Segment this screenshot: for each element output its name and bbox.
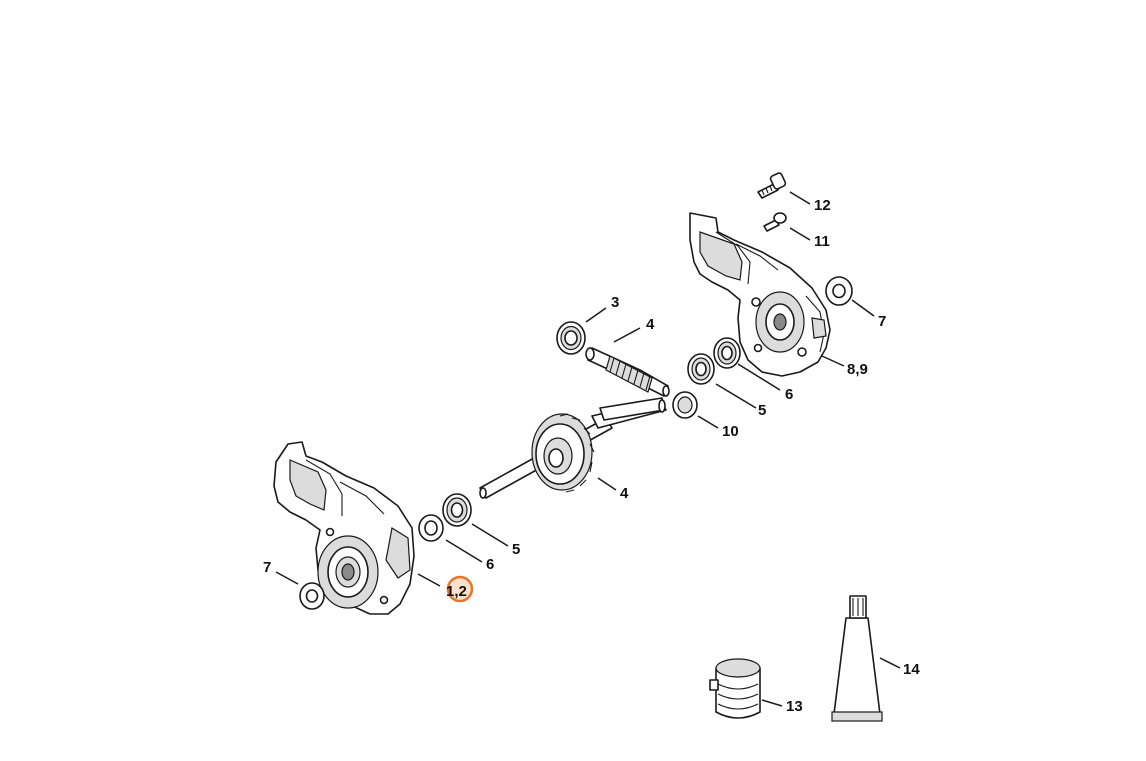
washer-7-right[interactable] xyxy=(825,276,853,306)
svg-text:8,9: 8,9 xyxy=(847,361,868,378)
washer-6-lower[interactable] xyxy=(418,514,444,542)
leader-lines xyxy=(275,191,901,707)
svg-text:11: 11 xyxy=(814,233,830,250)
svg-text:7: 7 xyxy=(263,559,271,576)
grease-can-13[interactable] xyxy=(709,658,761,719)
callout-7-left[interactable]: 7 xyxy=(263,559,271,576)
callout-8-9[interactable]: 8,9 xyxy=(847,361,868,378)
svg-text:3: 3 xyxy=(611,294,619,311)
worm-shaft-4[interactable] xyxy=(585,347,670,397)
grease-tube-14[interactable] xyxy=(831,595,883,722)
bearing-3[interactable] xyxy=(556,321,586,355)
callout-10[interactable]: 10 xyxy=(722,423,739,440)
svg-text:4: 4 xyxy=(620,485,629,502)
svg-text:13: 13 xyxy=(786,698,803,715)
svg-text:6: 6 xyxy=(486,556,494,573)
callout-5-upper[interactable]: 5 xyxy=(758,402,766,419)
gear-housing-left[interactable] xyxy=(273,441,415,615)
svg-text:5: 5 xyxy=(512,541,520,558)
callout-4-lower[interactable]: 4 xyxy=(620,485,629,502)
callout-1-2-highlighted[interactable]: 1,2 xyxy=(446,575,474,603)
bearing-6-upper[interactable] xyxy=(713,337,741,369)
bearing-5-upper[interactable] xyxy=(687,353,715,385)
washer-7-left[interactable] xyxy=(299,582,325,610)
gear-housing-right[interactable] xyxy=(689,212,831,377)
callout-7-right[interactable]: 7 xyxy=(878,313,886,330)
callout-14[interactable]: 14 xyxy=(903,661,920,678)
svg-text:14: 14 xyxy=(903,661,920,678)
highlight-ring xyxy=(446,575,474,603)
gear-shaft-4[interactable] xyxy=(479,397,667,499)
screw-12[interactable] xyxy=(757,172,787,199)
svg-text:6: 6 xyxy=(785,386,793,403)
svg-text:4: 4 xyxy=(646,316,655,333)
callout-5-lower[interactable]: 5 xyxy=(512,541,520,558)
svg-text:1,2: 1,2 xyxy=(446,583,467,600)
callout-6-upper[interactable]: 6 xyxy=(785,386,793,403)
svg-text:12: 12 xyxy=(814,197,831,214)
svg-text:5: 5 xyxy=(758,402,766,419)
screw-11[interactable] xyxy=(763,212,787,232)
svg-text:10: 10 xyxy=(722,423,739,440)
callout-6-lower[interactable]: 6 xyxy=(486,556,494,573)
washer-10[interactable] xyxy=(672,391,698,419)
callout-13[interactable]: 13 xyxy=(786,698,803,715)
callout-11[interactable]: 11 xyxy=(814,233,830,250)
callout-12[interactable]: 12 xyxy=(814,197,831,214)
callout-3[interactable]: 3 xyxy=(611,294,619,311)
svg-text:7: 7 xyxy=(878,313,886,330)
callout-4-upper[interactable]: 4 xyxy=(646,316,655,333)
bearing-5-lower[interactable] xyxy=(442,493,472,527)
